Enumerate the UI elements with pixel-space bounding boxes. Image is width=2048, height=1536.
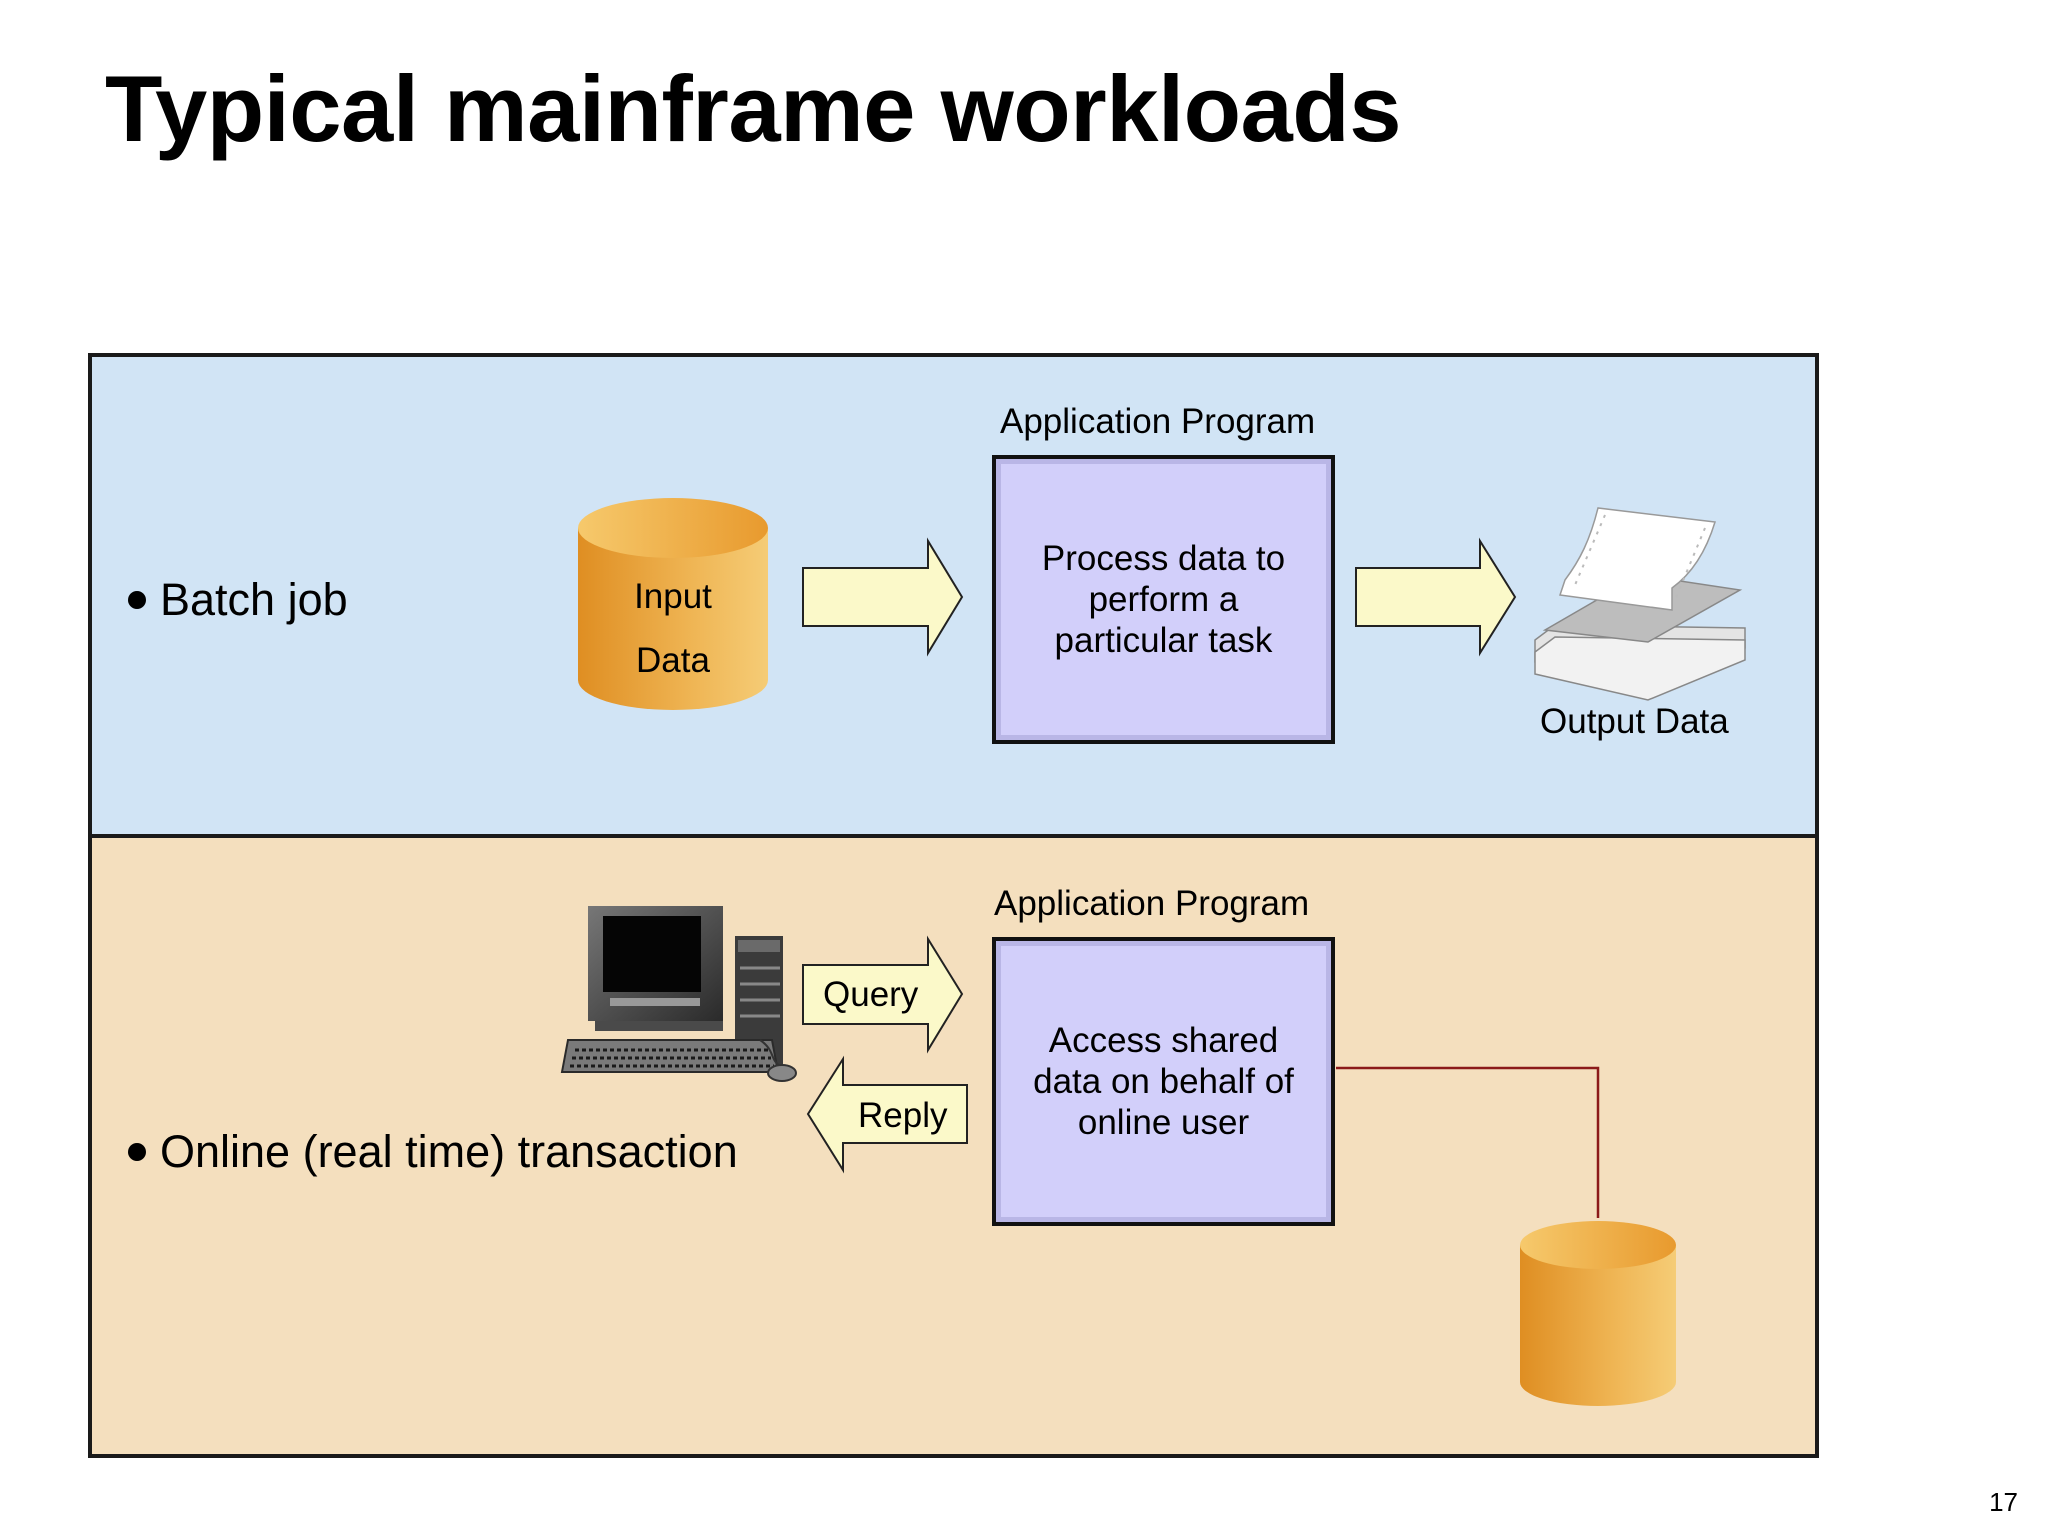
online-app-line3: online user (1077, 1103, 1250, 1142)
shared-database-cylinder-icon (1520, 1221, 1676, 1406)
query-label: Query (823, 975, 919, 1014)
input-data-line1: Input (634, 577, 712, 616)
batch-app-line3: particular task (1054, 621, 1273, 660)
desktop-computer-icon (560, 906, 797, 1082)
output-data-label: Output Data (1540, 702, 1729, 741)
batch-app-line1: Process data to (1041, 539, 1286, 578)
input-data-label: Input Data (598, 565, 748, 693)
page-number: 17 (1989, 1487, 2018, 1517)
bullet-dot (128, 1143, 146, 1161)
batch-arrow-in (802, 537, 964, 657)
reply-label: Reply (858, 1096, 948, 1135)
online-app-line2: data on behalf of (1033, 1062, 1294, 1101)
online-app-text: Access shared data on behalf of online u… (1033, 1020, 1294, 1143)
output-printout-icon (1534, 507, 1746, 701)
batch-app-line2: perform a (1088, 580, 1239, 619)
batch-app-box: Process data to perform a particular tas… (992, 455, 1335, 744)
online-app-line1: Access shared (1048, 1021, 1279, 1060)
batch-app-title: Application Program (1000, 402, 1316, 441)
online-transaction-bullet: Online (real time) transaction (128, 1126, 738, 1178)
batch-arrow-out (1355, 537, 1517, 657)
reply-arrow (806, 1055, 968, 1174)
bullet-dot (128, 591, 146, 609)
online-app-box: Access shared data on behalf of online u… (992, 937, 1335, 1226)
connector-line (1336, 1066, 1600, 1218)
query-arrow (802, 935, 964, 1054)
batch-job-bullet: Batch job (128, 574, 348, 626)
input-data-line2: Data (636, 641, 710, 680)
online-app-title: Application Program (994, 884, 1310, 923)
input-data-cylinder-icon (578, 498, 768, 710)
batch-job-label: Batch job (160, 574, 348, 625)
batch-app-text: Process data to perform a particular tas… (1042, 538, 1285, 661)
online-transaction-label: Online (real time) transaction (160, 1126, 738, 1177)
slide-title: Typical mainframe workloads (105, 56, 1401, 161)
